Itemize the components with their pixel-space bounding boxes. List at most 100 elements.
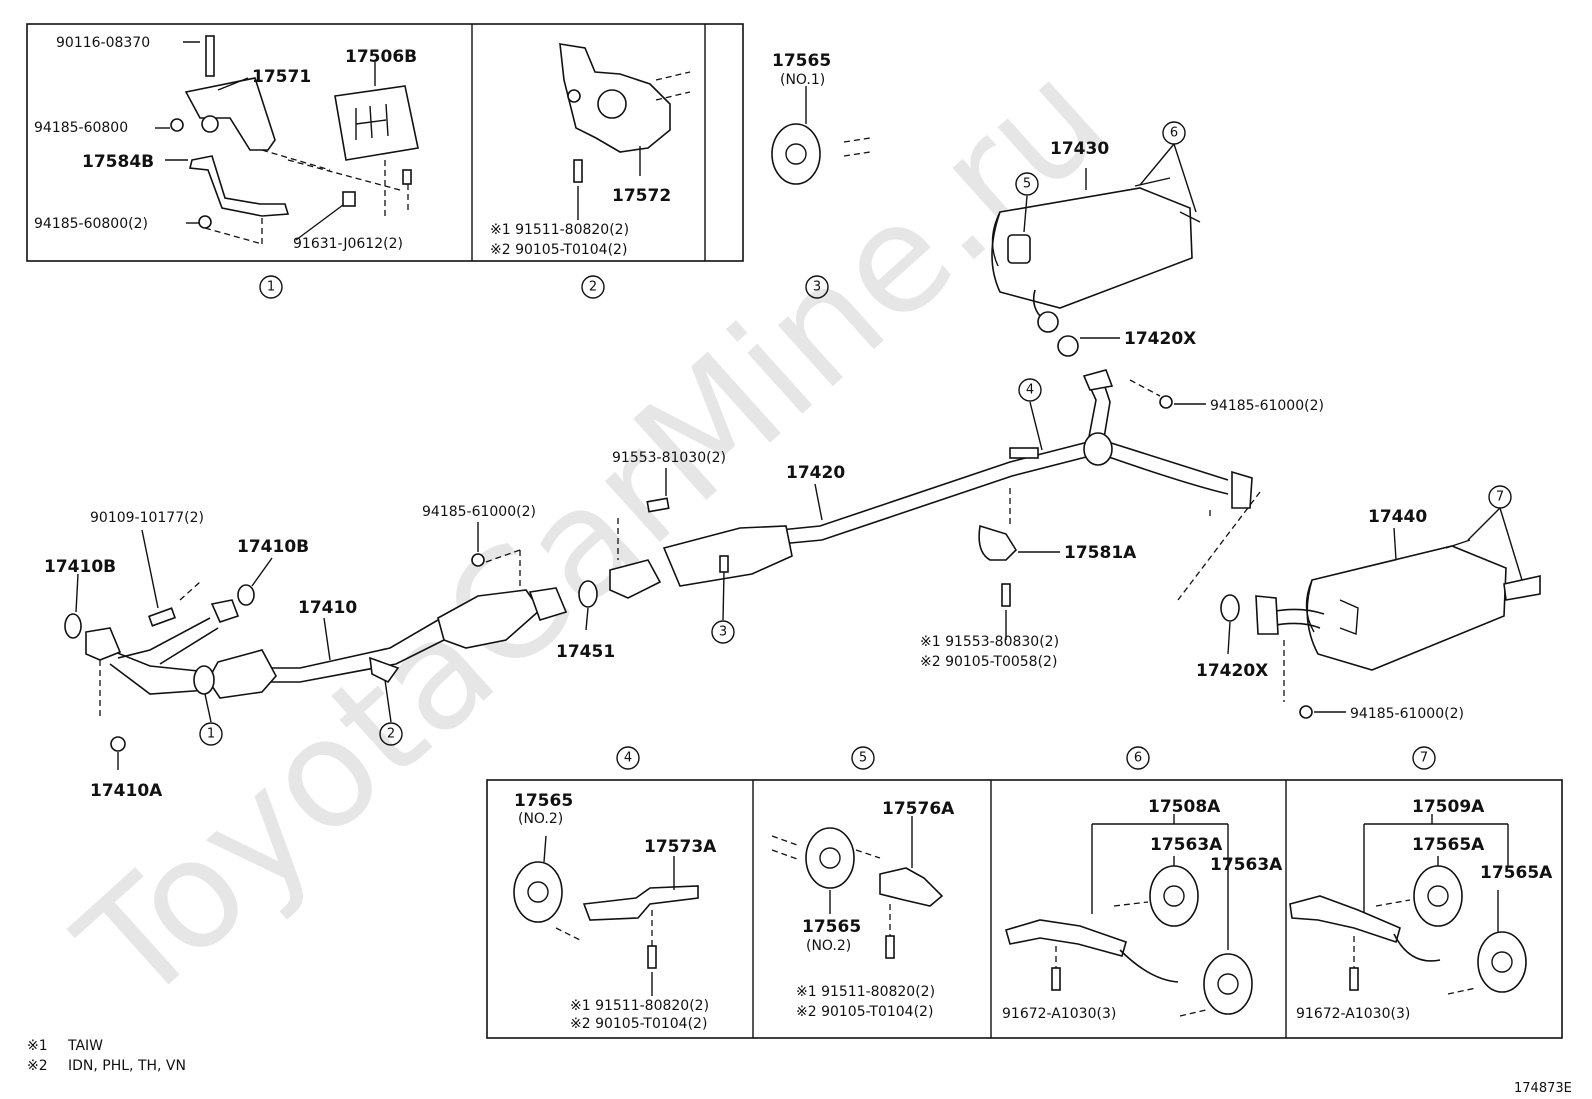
footnote-1-text: TAIW (67, 1038, 103, 1054)
box1-label-p1: 90116-08370 (56, 35, 150, 51)
box5-label-p1: 17576A (882, 799, 955, 819)
callout-circle-3-main: 3 (711, 620, 735, 644)
box5-note-1: ※1 91511-80820(2) (796, 984, 935, 1000)
box5-label-p2: 17565 (802, 917, 861, 937)
svg-text:3: 3 (813, 280, 821, 295)
label-90109-10177: 90109-10177(2) (90, 510, 204, 526)
muffler-17430 (991, 177, 1201, 357)
label-91553-81030: 91553-81030(2) (612, 450, 726, 466)
box1-label-p7: 91631-J0612(2) (293, 236, 403, 252)
callout-circle-6-bottom: 6 (1126, 746, 1150, 770)
svg-text:1: 1 (267, 280, 275, 295)
label-94185-61000-lower: 94185-61000(2) (1350, 706, 1464, 722)
box6-parts (1005, 814, 1253, 1017)
box4-label-p2: 17573A (644, 837, 717, 857)
footnote-2-text: IDN, PHL, TH, VN (68, 1058, 186, 1074)
box6-label-p3: 17563A (1210, 855, 1283, 875)
callout-circle-7-bottom: 7 (1412, 746, 1436, 770)
callout-circle-1-main: 1 (199, 722, 223, 746)
box2-note-2: ※2 90105-T0104(2) (490, 242, 627, 258)
svg-text:1: 1 (207, 727, 215, 742)
svg-text:4: 4 (624, 751, 632, 766)
hanger-17581A (978, 524, 1018, 607)
svg-text:2: 2 (387, 727, 395, 742)
svg-text:5: 5 (1023, 177, 1031, 192)
box4-parts (513, 835, 699, 996)
label-17410B-right: 17410B (237, 537, 309, 557)
box2-note-1: ※1 91511-80820(2) (490, 222, 629, 238)
box3-parts (771, 86, 871, 185)
box6-label-p2: 17563A (1150, 835, 1223, 855)
footnote-2-mark: ※2 (27, 1058, 48, 1074)
box4-note-1: ※1 91511-80820(2) (570, 998, 709, 1014)
gasket-17451 (578, 580, 598, 608)
callout-circle-2-top: 2 (581, 275, 605, 299)
label-94185-61000-mid: 94185-61000(2) (422, 504, 536, 520)
label-94185-61000-upper: 94185-61000(2) (1210, 398, 1324, 414)
box3-label-p1-sub: (NO.1) (780, 72, 825, 88)
box2-parts (559, 43, 691, 220)
label-17420: 17420 (786, 463, 845, 483)
svg-text:7: 7 (1420, 751, 1428, 766)
label-17440: 17440 (1368, 507, 1427, 527)
label-17420X-lower: 17420X (1196, 661, 1268, 681)
box7-label-p4: 91672-A1030(3) (1296, 1006, 1410, 1022)
box4-note-2: ※2 90105-T0104(2) (570, 1016, 707, 1032)
gasket-17410B-right (237, 584, 255, 606)
note-90105-T0058: ※2 90105-T0058(2) (920, 654, 1057, 670)
box6-label-p1: 17508A (1148, 797, 1221, 817)
svg-text:6: 6 (1134, 751, 1142, 766)
box6-label-p4: 91672-A1030(3) (1002, 1006, 1116, 1022)
box1-label-p6: 94185-60800(2) (34, 216, 148, 232)
callout-circle-5-main: 5 (1015, 172, 1039, 196)
callout-circle-4-bottom: 4 (616, 746, 640, 770)
callout-circle-1-top: 1 (259, 275, 283, 299)
gasket-17420X-lower (1220, 594, 1240, 622)
label-17410B-left: 17410B (44, 557, 116, 577)
watermark: ToyotaCarMine.ru (47, 31, 1138, 1038)
callout-circle-5-bottom: 5 (851, 746, 875, 770)
box7-label-p3: 17565A (1480, 863, 1553, 883)
box1-label-p2: 17571 (252, 67, 311, 87)
box1-label-p3: 17506B (345, 47, 417, 67)
label-17410: 17410 (298, 598, 357, 618)
svg-text:3: 3 (719, 625, 727, 640)
label-17410A: 17410A (90, 781, 163, 801)
callout-circle-3-top: 3 (805, 275, 829, 299)
callout-circle-2-main: 2 (379, 722, 403, 746)
gasket-17410B-left (64, 613, 82, 639)
callout-circle-4-main: 4 (1018, 378, 1042, 402)
svg-text:2: 2 (589, 280, 597, 295)
box1-parts (155, 35, 419, 245)
svg-text:6: 6 (1170, 126, 1178, 141)
diagram-id: 174873E (1514, 1081, 1572, 1096)
center-pipe-17420 (609, 369, 1253, 599)
box7-label-p1: 17509A (1412, 797, 1485, 817)
box5-label-p2-sub: (NO.2) (806, 938, 851, 954)
svg-text:4: 4 (1026, 383, 1034, 398)
top-parts-frame (26, 23, 744, 262)
label-17451: 17451 (556, 642, 615, 662)
label-17581A: 17581A (1064, 543, 1137, 563)
box1-label-p5: 17584B (82, 152, 154, 172)
box7-parts (1289, 814, 1527, 995)
box4-label-p1: 17565 (514, 791, 573, 811)
svg-text:7: 7 (1496, 490, 1504, 505)
box5-parts (771, 816, 944, 959)
box7-label-p2: 17565A (1412, 835, 1485, 855)
box4-label-p1-sub: (NO.2) (518, 811, 563, 827)
bottom-parts-frame (486, 779, 1563, 1039)
callout-circle-7-main: 7 (1488, 485, 1512, 509)
box5-note-2: ※2 90105-T0104(2) (796, 1004, 933, 1020)
callout-circle-6-main: 6 (1162, 121, 1186, 145)
svg-text:5: 5 (859, 751, 867, 766)
footnote-1-mark: ※1 (27, 1038, 48, 1054)
box2-label-p1: 17572 (612, 186, 671, 206)
muffler-17440 (1255, 539, 1541, 671)
label-17430: 17430 (1050, 139, 1109, 159)
label-17420X-upper: 17420X (1124, 329, 1196, 349)
box1-label-p4: 94185-60800 (34, 120, 128, 136)
box3-label-p1: 17565 (772, 51, 831, 71)
